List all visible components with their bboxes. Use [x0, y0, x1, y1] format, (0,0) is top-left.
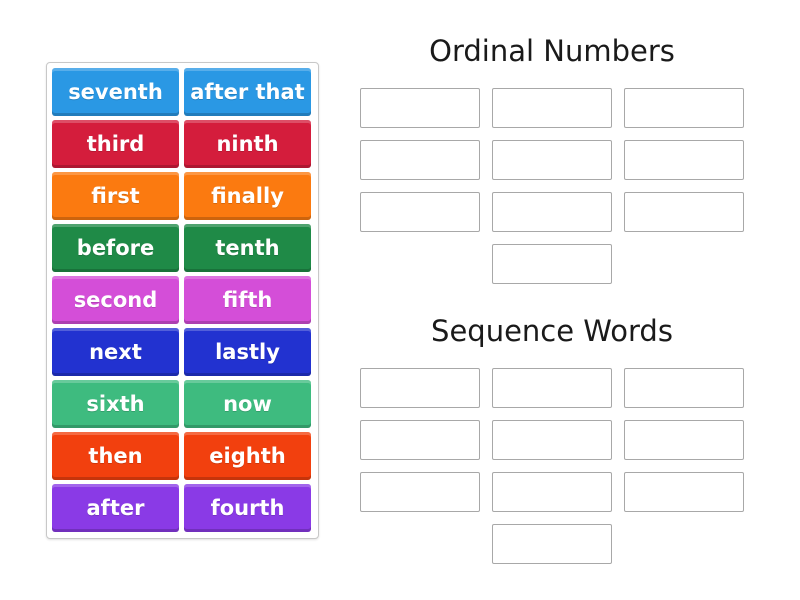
drop-slot-sequence-words[interactable]	[492, 524, 612, 564]
word-tile[interactable]: seventh	[52, 68, 179, 116]
drop-slot-sequence-words[interactable]	[624, 368, 744, 408]
drop-slot-sequence-words[interactable]	[624, 420, 744, 460]
word-tile[interactable]: lastly	[184, 328, 311, 376]
drop-slot-ordinal-numbers[interactable]	[360, 192, 480, 232]
word-tile[interactable]: then	[52, 432, 179, 480]
drop-slot-ordinal-numbers[interactable]	[360, 140, 480, 180]
group-title-ordinal-numbers: Ordinal Numbers	[429, 34, 675, 68]
drop-slot-ordinal-numbers[interactable]	[492, 140, 612, 180]
word-tile[interactable]: finally	[184, 172, 311, 220]
word-tile[interactable]: sixth	[52, 380, 179, 428]
drop-slot-sequence-words[interactable]	[492, 368, 612, 408]
drop-slot-ordinal-numbers[interactable]	[624, 88, 744, 128]
drop-slot-sequence-words[interactable]	[492, 420, 612, 460]
word-tile[interactable]: tenth	[184, 224, 311, 272]
drop-slot-sequence-words[interactable]	[360, 472, 480, 512]
drop-slot-sequence-words[interactable]	[492, 472, 612, 512]
drop-slot-ordinal-numbers[interactable]	[492, 192, 612, 232]
drop-slot-sequence-words[interactable]	[360, 368, 480, 408]
word-tile[interactable]: next	[52, 328, 179, 376]
word-tile[interactable]: after that	[184, 68, 311, 116]
word-tile[interactable]: first	[52, 172, 179, 220]
word-tile[interactable]: eighth	[184, 432, 311, 480]
word-tile[interactable]: fourth	[184, 484, 311, 532]
word-tile[interactable]: now	[184, 380, 311, 428]
drop-slot-sequence-words[interactable]	[624, 472, 744, 512]
word-tile[interactable]: before	[52, 224, 179, 272]
group-title-sequence-words: Sequence Words	[431, 314, 673, 348]
drop-slot-ordinal-numbers[interactable]	[492, 244, 612, 284]
word-tile[interactable]: after	[52, 484, 179, 532]
word-tile[interactable]: fifth	[184, 276, 311, 324]
drop-slot-sequence-words[interactable]	[360, 420, 480, 460]
word-tile[interactable]: second	[52, 276, 179, 324]
drop-slot-ordinal-numbers[interactable]	[624, 192, 744, 232]
word-tile[interactable]: third	[52, 120, 179, 168]
drop-slot-ordinal-numbers[interactable]	[360, 88, 480, 128]
drop-slot-ordinal-numbers[interactable]	[624, 140, 744, 180]
word-tile[interactable]: ninth	[184, 120, 311, 168]
drop-slot-ordinal-numbers[interactable]	[492, 88, 612, 128]
